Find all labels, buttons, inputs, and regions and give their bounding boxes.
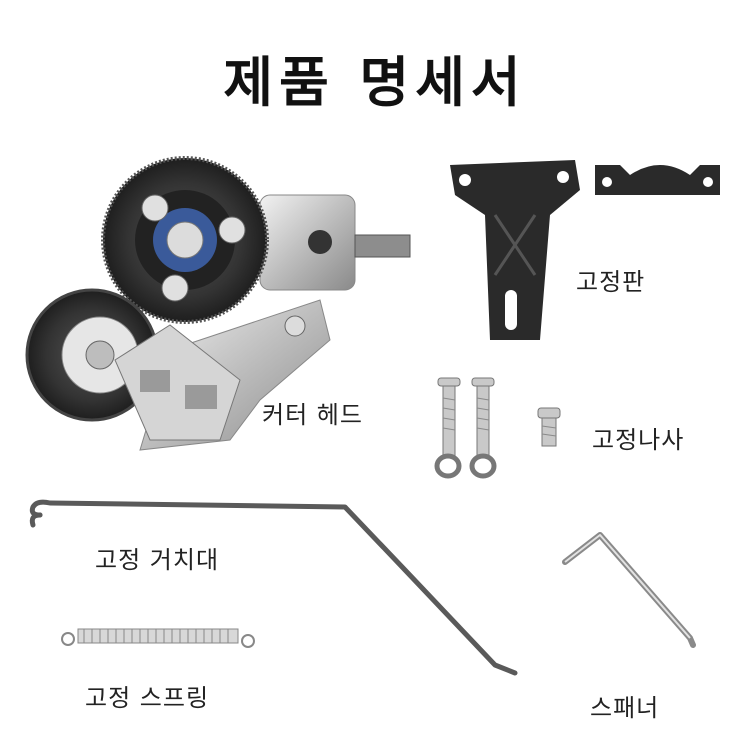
fixing-holder-label: 고정 거치대 xyxy=(95,546,220,574)
cutter-head-label: 커터 헤드 xyxy=(262,401,363,429)
cutter-head-image xyxy=(25,156,411,451)
fixing-spring-label: 고정 스프링 xyxy=(85,684,210,712)
fixing-screw-label: 고정나사 xyxy=(592,426,685,454)
fixing-spring-image xyxy=(61,628,255,648)
page-title: 제품 명세서 xyxy=(223,51,527,114)
fixing-plate-image xyxy=(450,160,720,340)
spanner-image xyxy=(562,532,696,648)
fixing-screw-image xyxy=(434,377,561,479)
fixing-plate-label: 고정판 xyxy=(576,268,646,296)
spanner-label: 스패너 xyxy=(590,694,660,722)
fixing-holder-image xyxy=(29,499,518,676)
